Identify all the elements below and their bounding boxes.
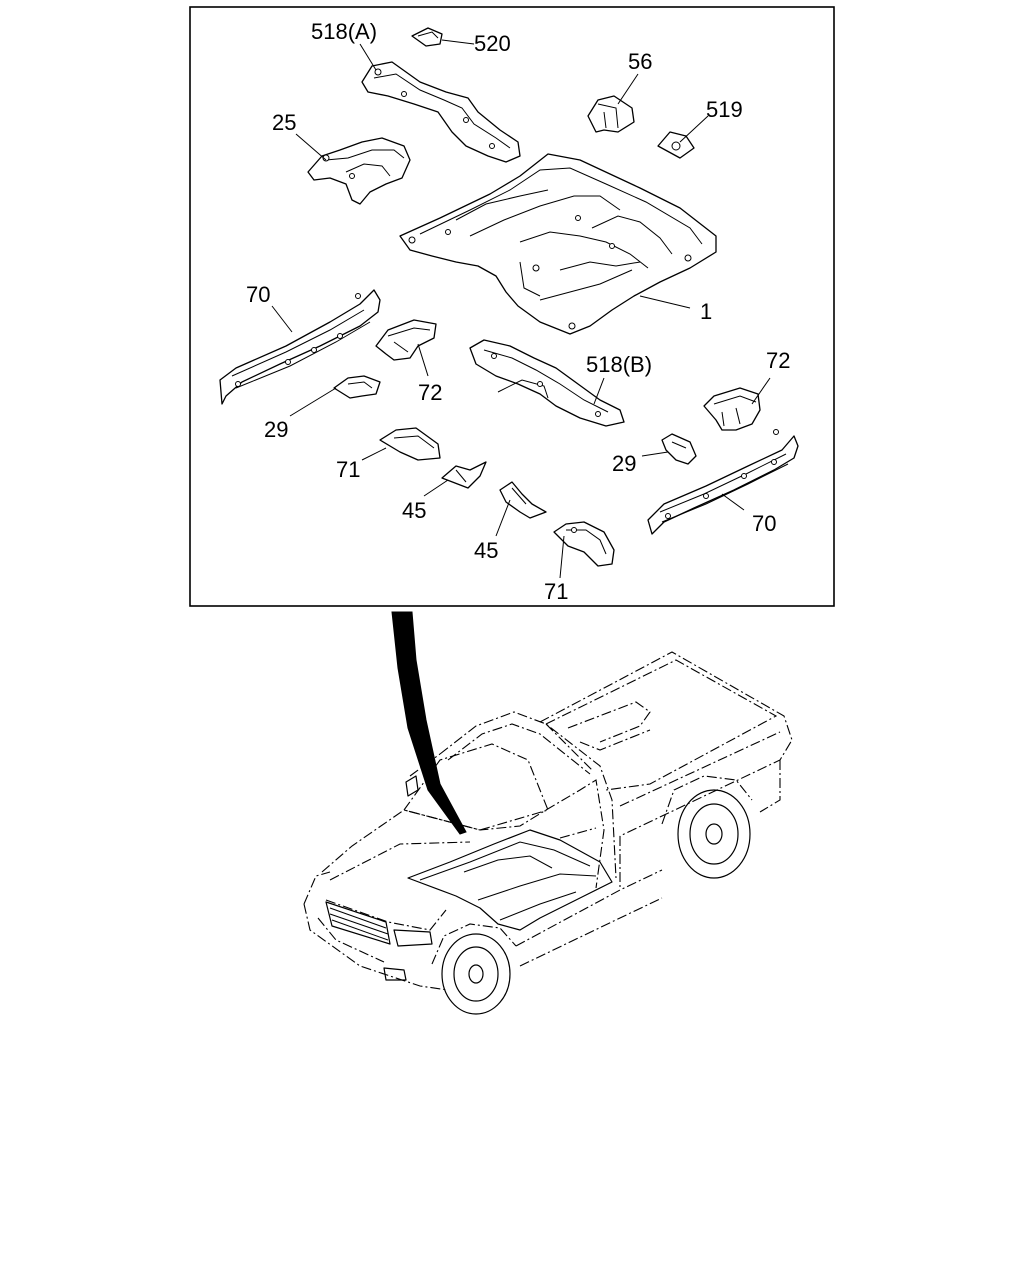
callout-labels: 518(A) 520 56 519 25 1 70 72 518(B) 72 2… <box>246 19 790 604</box>
callout-1: 1 <box>700 299 712 324</box>
pickup-truck-outline <box>303 651 793 1015</box>
callout-518a: 518(A) <box>311 19 377 44</box>
part-70-right-sill <box>647 429 799 535</box>
part-71-lower-bracket <box>553 521 615 567</box>
part-1-floor-panel <box>399 153 717 335</box>
callout-56: 56 <box>628 49 652 74</box>
callout-45-lower: 45 <box>474 538 498 563</box>
callout-518b: 518(B) <box>586 352 652 377</box>
callout-520: 520 <box>474 31 511 56</box>
part-70-left-sill <box>219 289 381 405</box>
part-519-plate <box>657 131 695 159</box>
callout-72-left: 72 <box>418 380 442 405</box>
part-45-lower-gusset <box>499 481 547 519</box>
part-56-bracket <box>587 95 635 133</box>
callout-519: 519 <box>706 97 743 122</box>
leader-lines <box>271 39 771 579</box>
callout-70-left: 70 <box>246 282 270 307</box>
callout-70-right: 70 <box>752 511 776 536</box>
callout-45-upper: 45 <box>402 498 426 523</box>
exploded-view-frame <box>189 6 835 607</box>
callout-25: 25 <box>272 110 296 135</box>
part-45-upper-gusset <box>441 461 487 489</box>
part-72-left-bracket <box>375 319 437 361</box>
part-520-bracket <box>411 27 443 47</box>
part-29-right-bracket <box>661 433 697 465</box>
part-25-reinforcement <box>307 137 411 205</box>
location-pointer <box>391 611 467 835</box>
callout-29-left: 29 <box>264 417 288 442</box>
part-518b-cross-member <box>469 339 625 427</box>
part-29-left-bracket <box>333 375 381 399</box>
part-518a-cross-member <box>361 61 521 163</box>
callout-72-right: 72 <box>766 348 790 373</box>
callout-71-lower: 71 <box>544 579 568 604</box>
part-72-right-bracket <box>703 387 761 431</box>
callout-29-right: 29 <box>612 451 636 476</box>
part-71-left-bracket <box>379 427 441 461</box>
callout-71-left: 71 <box>336 457 360 482</box>
